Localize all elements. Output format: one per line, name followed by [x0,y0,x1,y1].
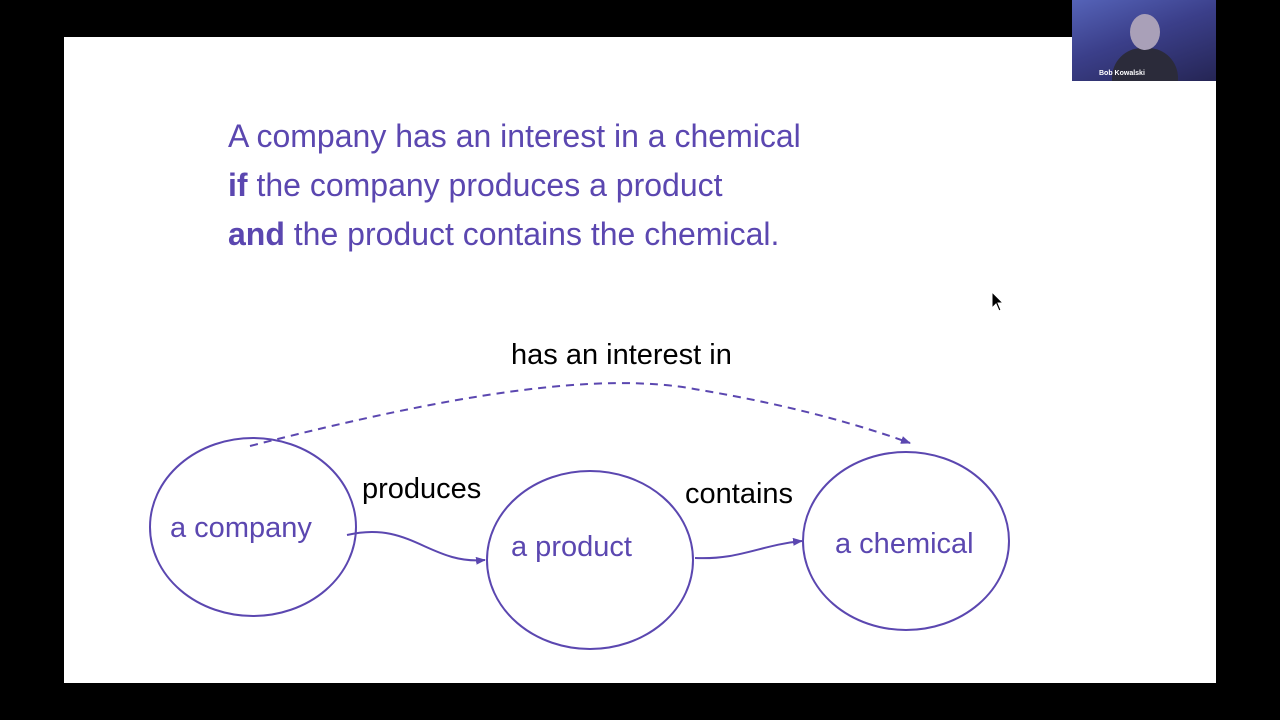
product-node [486,470,694,650]
contains-arrow [694,537,803,560]
produces-arrow [346,530,486,565]
and-keyword: and [228,216,285,252]
product-node-label: a product [511,531,632,563]
rule-line-3: and the product contains the chemical. [228,218,779,250]
participant-avatar [1130,14,1160,50]
rule-line-2-text: the company produces a product [247,167,723,203]
webcam-video-tile[interactable]: Bob Kowalski [1072,0,1216,81]
chemical-node-label: a chemical [835,528,974,560]
company-node [149,437,357,617]
rule-line-1: A company has an interest in a chemical [228,118,801,154]
presentation-slide [64,37,1216,683]
chemical-node [802,451,1010,631]
mouse-cursor-icon [991,291,1005,312]
contains-label: contains [685,478,794,510]
company-node-label: a company [170,512,312,544]
produces-label: produces [362,473,482,505]
has-interest-arrow [249,382,911,447]
participant-name-tag: Bob Kowalski [1099,70,1145,77]
rule-line-2: if the company produces a product [228,169,723,201]
rule-line-3-text: the product contains the chemical. [284,216,780,252]
if-keyword: if [228,167,248,203]
has-interest-label: has an interest in [511,339,732,371]
